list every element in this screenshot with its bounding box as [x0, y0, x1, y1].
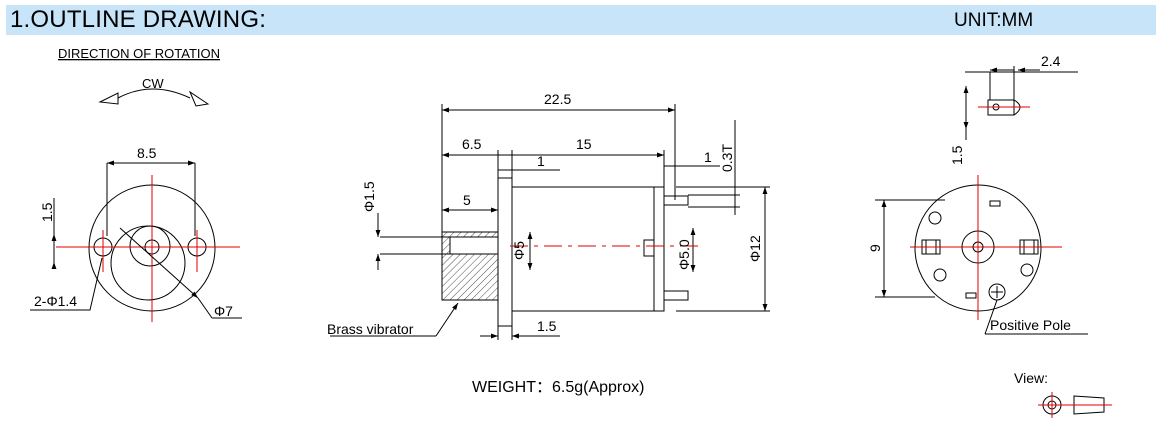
rotation-arrow-right — [188, 90, 210, 107]
side-dim-shaft: Φ1.5 — [361, 181, 377, 212]
side-dim-body: 15 — [576, 136, 592, 152]
side-dim-vibrator: 6.5 — [462, 136, 482, 152]
weight-label: WEIGHT：6.5g(Approx) — [472, 379, 645, 396]
side-dim-body-diameter: Φ12 — [747, 235, 763, 262]
rotation-direction: CW — [142, 76, 164, 91]
positive-pole-label: Positive Pole — [990, 317, 1071, 333]
rotation-label: DIRECTION OF ROTATION — [58, 46, 220, 61]
drawing-title: 1.OUTLINE DRAWING: — [10, 6, 267, 33]
side-dim-overall: 22.5 — [544, 91, 571, 107]
front-dim-diameter: Φ7 — [214, 303, 233, 319]
rotation-arc — [117, 88, 191, 99]
motor-body — [511, 186, 655, 312]
end-view — [875, 175, 1088, 335]
side-dim-gap-right: 1 — [704, 149, 712, 165]
side-dim-vibrator-length: 5 — [463, 192, 471, 208]
front-flange — [497, 177, 513, 327]
brass-vibrator-label: Brass vibrator — [327, 321, 414, 337]
header-bar: 1.OUTLINE DRAWING: UNIT:MM — [6, 5, 1156, 35]
side-dim-terminal: 1.5 — [537, 318, 557, 334]
side-dim-terminal-thickness: 0.3T — [719, 144, 735, 172]
rear-boss — [643, 239, 655, 257]
side-dim-boss-diameter: Φ5.0 — [676, 239, 692, 270]
rotation-indicator: DIRECTION OF ROTATION CW — [58, 46, 220, 107]
terminal-bottom — [663, 290, 689, 301]
motor-end-cap — [653, 186, 665, 312]
top-dim-width: 2.4 — [1041, 53, 1061, 69]
end-dim-height: 9 — [867, 244, 883, 252]
front-dim-height: 1.5 — [39, 202, 55, 222]
rotation-arrow-left — [98, 92, 119, 105]
view-symbol — [1038, 392, 1112, 418]
top-view — [963, 66, 1078, 140]
side-dim-vibrator-diameter: Φ5 — [511, 241, 527, 260]
front-dim-holes: 2-Φ1.4 — [34, 293, 77, 309]
top-dim-height: 1.5 — [949, 145, 965, 165]
front-view — [30, 160, 242, 322]
front-center-lines — [56, 175, 240, 322]
unit-label: UNIT:MM — [954, 10, 1034, 31]
side-dim-gap-left: 1 — [537, 153, 545, 169]
front-inner-circle — [110, 225, 186, 301]
side-view — [330, 104, 770, 340]
front-dim-width: 8.5 — [137, 145, 157, 161]
front-boss-circle — [129, 225, 171, 267]
view-symbol-label: View: — [1014, 370, 1048, 386]
terminal-top — [663, 195, 689, 206]
